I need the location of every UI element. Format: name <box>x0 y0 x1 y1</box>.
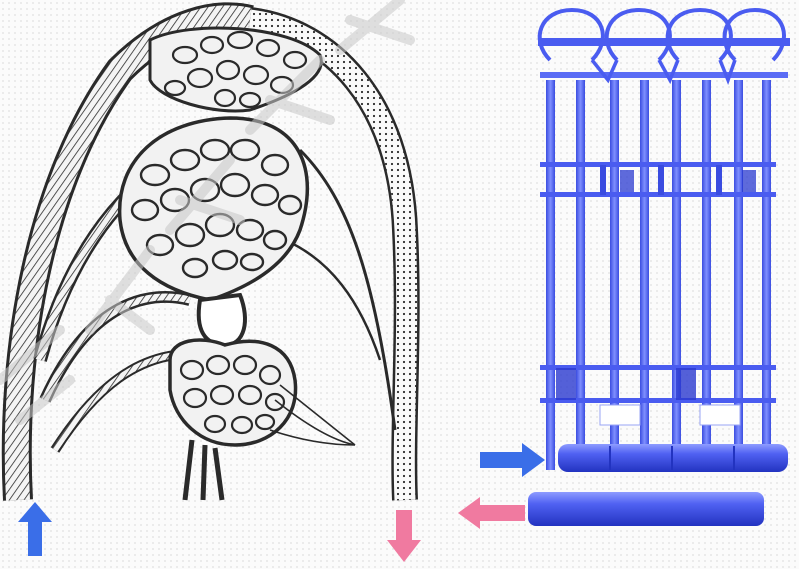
lower-lumen <box>199 295 245 345</box>
outflow-arrow-right <box>458 497 525 529</box>
vessel-network-drawing <box>0 0 470 569</box>
tube-array-schematic <box>450 0 799 569</box>
top-loops <box>540 10 784 60</box>
right-branch <box>300 150 395 430</box>
stem-vessels <box>185 440 222 500</box>
outlet-manifold-pipe <box>528 492 764 526</box>
outflow-arrow-left <box>387 510 421 562</box>
inflow-arrow-right <box>480 443 545 477</box>
top-header-bar <box>538 38 790 46</box>
inflow-arrow-left <box>18 502 52 556</box>
left-branch-lower <box>55 355 175 450</box>
